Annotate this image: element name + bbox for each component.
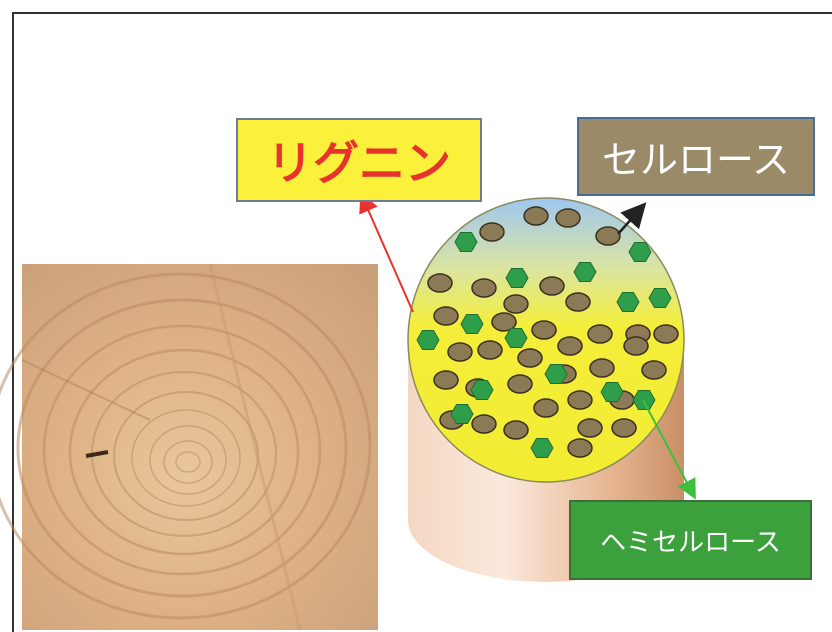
hemicellulose-particle [601,383,623,402]
hemicellulose-particle [451,405,473,424]
hemicellulose-particle [417,331,439,350]
cellulose-label-box: セルロース [577,117,815,196]
cellulose-particle [558,337,582,355]
hemicellulose-particle [461,315,483,334]
hemicellulose-label: ヘミセルロース [600,522,781,559]
cellulose-particle [568,391,592,409]
cellulose-particle [472,279,496,297]
cellulose-particle [566,293,590,311]
cellulose-particle [556,209,580,227]
lignin-label: リグニン [267,127,451,193]
cellulose-particle [478,341,502,359]
hemicellulose-particle [629,243,651,262]
hemicellulose-particle [471,381,493,400]
cellulose-particle [596,227,620,245]
cellulose-particle [428,274,452,292]
cellulose-particle [508,375,532,393]
hemicellulose-particle [455,233,477,252]
cellulose-particle [590,359,614,377]
cellulose-label: セルロース [602,129,790,184]
cellulose-particle [568,439,592,457]
hemicellulose-particle [531,439,553,458]
cellulose-particle [578,419,602,437]
hemicellulose-particle [545,365,567,384]
wood-cross-section-image [0,264,378,630]
cellulose-particle [588,325,612,343]
cellulose-particle [624,337,648,355]
hemicellulose-particle [506,269,528,288]
cellulose-particle [654,325,678,343]
cellulose-particle [480,223,504,241]
cellulose-particle [540,277,564,295]
cellulose-particle [642,361,666,379]
hemicellulose-particle [649,289,671,308]
cellulose-particle [434,307,458,325]
cellulose-particle [448,343,472,361]
hemicellulose-label-box: ヘミセルロース [569,500,812,580]
lignin-label-box: リグニン [236,118,482,202]
cellulose-particle [534,399,558,417]
cellulose-particle [518,349,542,367]
hemicellulose-particle [574,263,596,282]
cellulose-particle [612,419,636,437]
hemicellulose-particle [617,293,639,312]
cellulose-particle [472,415,496,433]
cellulose-particle [524,207,548,225]
cellulose-particle [434,371,458,389]
cellulose-particle [532,321,556,339]
hemicellulose-particle [505,329,527,348]
cellulose-particle [504,421,528,439]
cellulose-particle [504,295,528,313]
